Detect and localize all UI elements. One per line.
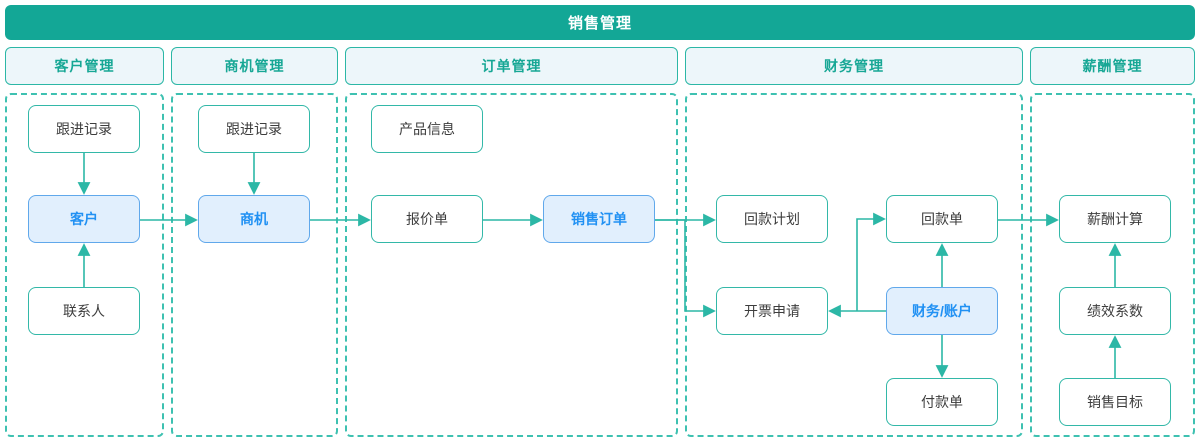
node-label: 财务/账户 [912, 303, 972, 319]
node-label: 商机 [240, 211, 268, 227]
section-header-customer-management[interactable]: 客户管理 [5, 47, 164, 85]
node-followup-record-1[interactable]: 跟进记录 [28, 105, 140, 153]
node-label: 联系人 [63, 303, 105, 319]
node-label: 报价单 [406, 211, 448, 227]
node-sales-target[interactable]: 销售目标 [1059, 378, 1171, 426]
node-finance-account[interactable]: 财务/账户 [886, 287, 998, 335]
section-container-opportunity-management [171, 93, 338, 437]
node-label: 回款计划 [744, 211, 800, 227]
node-product-info[interactable]: 产品信息 [371, 105, 483, 153]
node-label: 客户 [70, 211, 98, 227]
node-label: 绩效系数 [1087, 303, 1143, 319]
diagram-title-banner[interactable]: 销售管理 [5, 5, 1195, 40]
node-label: 销售目标 [1087, 394, 1143, 410]
section-container-compensation-management [1030, 93, 1195, 437]
node-contact[interactable]: 联系人 [28, 287, 140, 335]
node-label: 销售订单 [571, 211, 627, 227]
node-salary-calculation[interactable]: 薪酬计算 [1059, 195, 1171, 243]
node-label: 开票申请 [744, 303, 800, 319]
section-header-finance-management[interactable]: 财务管理 [685, 47, 1023, 85]
section-header-opportunity-management[interactable]: 商机管理 [171, 47, 338, 85]
node-label: 产品信息 [399, 121, 455, 137]
node-customer[interactable]: 客户 [28, 195, 140, 243]
node-label: 跟进记录 [56, 121, 112, 137]
node-sales-order[interactable]: 销售订单 [543, 195, 655, 243]
node-quotation[interactable]: 报价单 [371, 195, 483, 243]
node-label: 跟进记录 [226, 121, 282, 137]
node-label: 付款单 [921, 394, 963, 410]
section-title: 财务管理 [824, 58, 884, 74]
node-label: 薪酬计算 [1087, 211, 1143, 227]
section-header-order-management[interactable]: 订单管理 [345, 47, 678, 85]
section-container-customer-management [5, 93, 164, 437]
diagram-title: 销售管理 [567, 15, 632, 32]
section-title: 薪酬管理 [1082, 58, 1143, 74]
section-header-compensation-management[interactable]: 薪酬管理 [1030, 47, 1195, 85]
section-title: 商机管理 [224, 58, 285, 74]
section-title: 订单管理 [481, 58, 542, 74]
node-payment-voucher[interactable]: 付款单 [886, 378, 998, 426]
node-followup-record-2[interactable]: 跟进记录 [198, 105, 310, 153]
node-opportunity[interactable]: 商机 [198, 195, 310, 243]
section-title: 客户管理 [54, 58, 115, 74]
node-collection-plan[interactable]: 回款计划 [716, 195, 828, 243]
node-invoice-request[interactable]: 开票申请 [716, 287, 828, 335]
node-collection-receipt[interactable]: 回款单 [886, 195, 998, 243]
node-label: 回款单 [921, 211, 963, 227]
node-performance-coefficient[interactable]: 绩效系数 [1059, 287, 1171, 335]
